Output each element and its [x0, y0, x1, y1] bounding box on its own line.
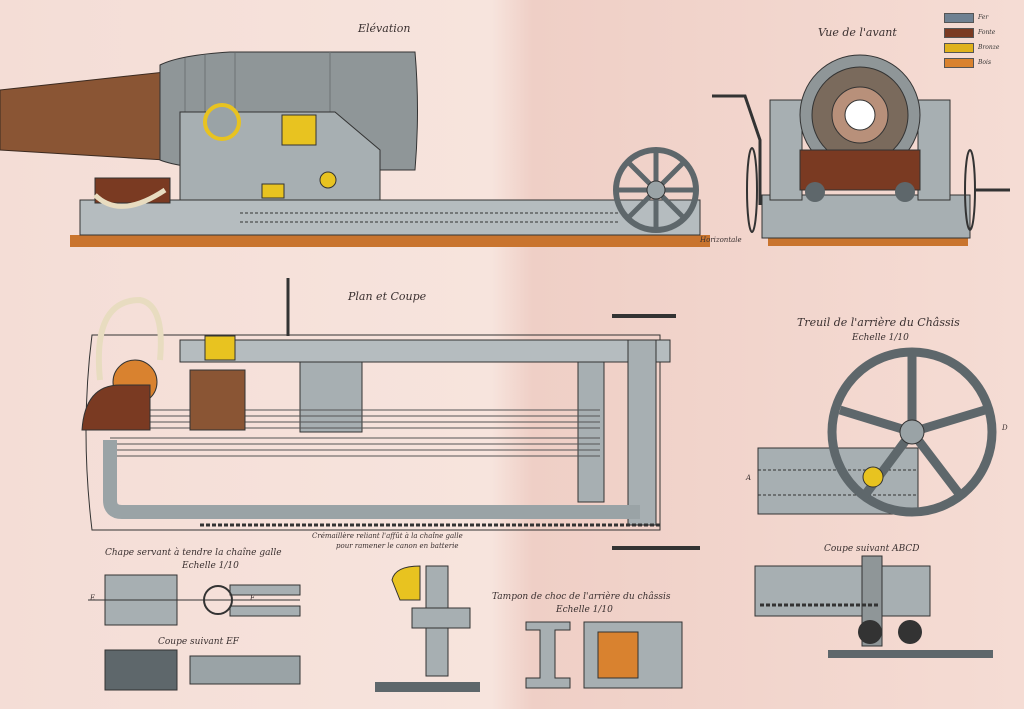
front-base-frame [761, 194, 971, 239]
chain-note-line-1: Crémaillère reliant l'affût à la chaîne … [312, 532, 463, 540]
clevis-chain-bottom [229, 605, 301, 617]
elevation-view [0, 51, 710, 247]
plan-lower-frame [103, 440, 640, 519]
elevation-title: Elévation [358, 22, 411, 35]
plan-cast-pivot [81, 384, 151, 431]
clevis-pin [203, 585, 233, 615]
plan-rear-post-right [627, 339, 657, 526]
buffer-title: Tampon de choc de l'arrière du châssis [492, 592, 671, 602]
elevation-handwheel [613, 147, 699, 233]
chain-note-line-2: pour ramener le canon en batterie [336, 542, 459, 550]
fitting-bronze-cap [391, 565, 421, 601]
legend-swatch-cast [944, 27, 974, 38]
front-wood-base [768, 238, 968, 246]
elevation-frame-rail [79, 199, 701, 236]
winch-bronze-pinion [862, 466, 884, 488]
section-letter-f: F [250, 594, 255, 602]
material-legend: Fer Fonte Bronze Bois [944, 10, 1022, 70]
legend-swatch-iron [944, 12, 974, 23]
front-roller-right [895, 182, 915, 202]
buffer-scale: Echelle 1/10 [556, 605, 613, 615]
buffer-wood-pad [597, 631, 639, 679]
ef-chain [189, 655, 301, 685]
front-cast-saddle [799, 149, 921, 191]
elevation-bronze-block [261, 183, 285, 199]
elevation-cast-bracket [94, 177, 171, 204]
front-crank [712, 94, 762, 205]
front-wheel-edge-left [746, 147, 758, 233]
plan-outline [85, 334, 661, 531]
fitting-base [375, 682, 480, 692]
elevation-rope [93, 187, 167, 209]
legend-swatch-wood [944, 57, 974, 68]
abcd-handwheel-bar [828, 650, 993, 658]
buffer-view [525, 621, 683, 689]
winch-handwheel [827, 347, 997, 517]
elevation-bronze-plate [281, 114, 317, 146]
section-abcd-view [754, 555, 993, 658]
plan-rope [95, 296, 164, 381]
section-letter-d: D [1002, 424, 1008, 432]
abcd-sprocket-left [858, 620, 882, 644]
trunnion-bronze-ring [203, 103, 241, 141]
buffer-end-section [525, 621, 571, 689]
legend-row-bronze: Bronze [944, 40, 1022, 55]
legend-label-wood: Bois [978, 59, 992, 66]
abcd-sprocket-right [898, 620, 922, 644]
rear-winch-scale: Echelle 1/10 [852, 333, 909, 343]
plan-rear-post-left [577, 361, 605, 503]
rear-winch-view [757, 347, 997, 517]
front-right-cheek [917, 99, 951, 201]
plan-bronze-box [204, 335, 236, 361]
front-view [712, 54, 1010, 246]
plan-view [81, 278, 700, 550]
chain-clevis-view [88, 574, 301, 691]
abcd-frame [754, 565, 931, 617]
section-letter-e: E [90, 594, 96, 602]
plan-top-rail [179, 339, 671, 363]
winch-hub [899, 419, 925, 445]
fitting-crossbar [411, 607, 471, 629]
legend-row-cast: Fonte [944, 25, 1022, 40]
ef-body [104, 649, 178, 691]
clevis-chain-top [229, 584, 301, 596]
chain-clevis-scale: Echelle 1/10 [182, 561, 239, 571]
horizontal-label: Horizontale [700, 236, 742, 244]
barrel-breech-brown [0, 71, 166, 161]
plan-title: Plan et Coupe [348, 290, 427, 303]
legend-label-bronze: Bronze [978, 44, 1000, 51]
plan-crosshead [299, 361, 363, 433]
small-fitting-view [375, 565, 480, 692]
plan-wood-block [189, 369, 246, 431]
front-left-cheek [769, 99, 803, 201]
front-bore [844, 99, 876, 131]
legend-row-iron: Fer [944, 10, 1022, 25]
elevation-wood-base [70, 235, 710, 247]
section-abcd-title: Coupe suivant ABCD [824, 544, 920, 554]
legend-row-wood: Bois [944, 55, 1022, 70]
legend-swatch-bronze [944, 42, 974, 53]
legend-label-cast: Fonte [978, 29, 996, 36]
section-letter-a: A [746, 474, 752, 482]
front-roller-left [805, 182, 825, 202]
section-ef-title: Coupe suivant EF [158, 637, 239, 647]
elevation-bronze-gear [319, 171, 337, 189]
chain-clevis-title: Chape servant à tendre la chaîne galle [105, 548, 282, 558]
rear-winch-title: Treuil de l'arrière du Châssis [797, 316, 960, 329]
front-view-title: Vue de l'avant [818, 26, 897, 39]
legend-label-iron: Fer [978, 14, 989, 21]
